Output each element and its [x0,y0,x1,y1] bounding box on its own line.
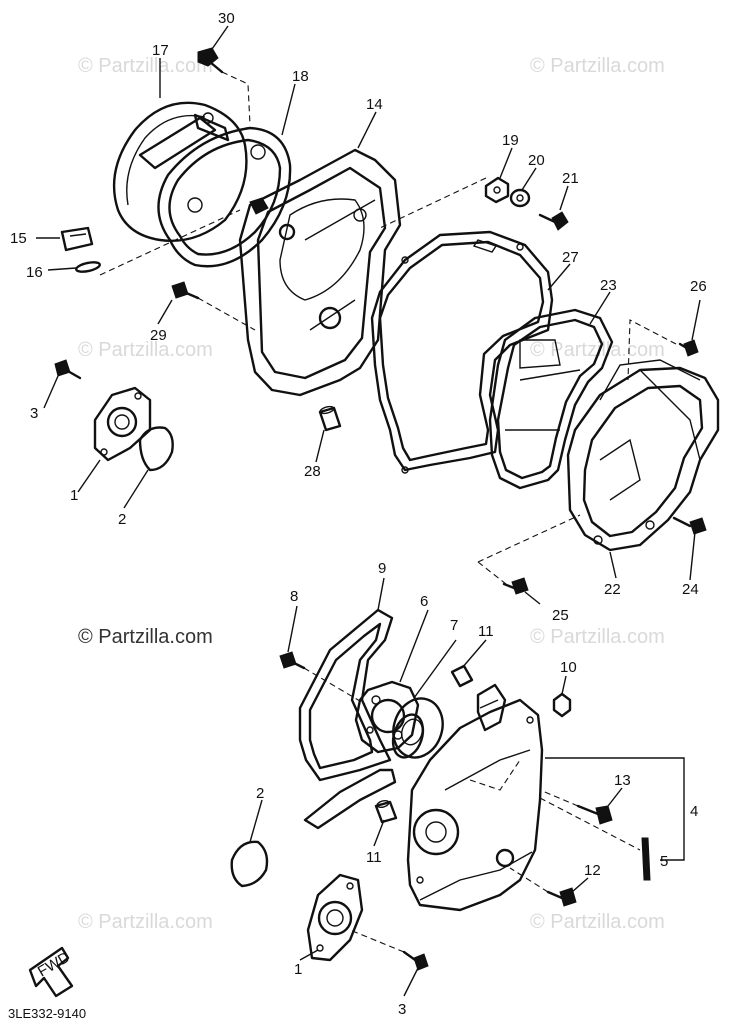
watermark: © Partzilla.com [530,626,665,648]
label-5: 5 [660,853,668,870]
part-13-bolt[interactable] [576,804,613,825]
label-25: 25 [552,607,569,624]
label-9: 9 [378,560,386,577]
label-15: 15 [10,230,27,247]
part-11a-dowel[interactable] [450,664,474,688]
label-1-lower: 1 [294,961,302,978]
part-8-bolt[interactable] [279,651,306,670]
part-12-bolt[interactable] [546,887,577,907]
part-30-bolt[interactable] [197,47,224,74]
part-7-impeller[interactable] [386,692,450,764]
part-29-bolt[interactable] [171,281,200,300]
leader-26 [627,319,677,381]
part-27-gasket[interactable] [370,230,554,474]
label-21: 21 [562,170,579,187]
part-4-clutch-cover[interactable] [406,683,544,912]
part-14-crankcase-cover[interactable] [238,148,402,397]
part-3-lower-bolt[interactable] [402,950,429,971]
callout-labels: 30 17 18 14 19 20 21 15 16 27 23 26 29 3… [10,10,707,1018]
label-19: 19 [502,132,519,149]
part-2-lower-gasket[interactable] [230,840,269,888]
fwd-arrow-icon: FWD [28,946,74,998]
label-3-upper: 3 [30,405,38,422]
part-24-bolt[interactable] [672,516,707,535]
bracket-4-5 [545,757,685,861]
leader-3-lower [349,929,405,953]
lower-assembly: FWD [28,608,685,998]
label-27: 27 [562,249,579,266]
part-16-o-ring[interactable] [75,261,101,274]
part-21-bolt[interactable] [538,211,569,231]
part-9-gasket[interactable] [298,608,397,830]
watermark: © Partzilla.com [530,339,665,361]
part-22-stator-cover[interactable] [566,359,720,552]
label-11-upper: 11 [478,623,494,640]
part-28-dowel[interactable] [318,405,342,432]
label-26: 26 [690,278,707,295]
label-1-upper: 1 [70,487,78,504]
watermark: © Partzilla.com [78,55,213,77]
leader-12 [509,867,549,893]
label-20: 20 [528,152,545,169]
part-25-bolt[interactable] [502,577,529,595]
label-29: 29 [150,327,167,344]
part-26-bolt[interactable] [678,339,699,357]
label-13: 13 [614,772,631,789]
label-30: 30 [218,10,235,27]
leader-29 [197,297,256,331]
label-28: 28 [304,463,321,480]
label-14: 14 [366,96,383,113]
watermark: © Partzilla.com [78,339,213,361]
label-3-lower: 3 [398,1001,406,1018]
leader-13 [539,789,579,807]
label-leaders [36,25,701,997]
watermark: © Partzilla.com [78,911,213,933]
part-15-plug[interactable] [60,226,94,252]
part-23-gasket[interactable] [488,308,614,490]
part-1-lower-cover[interactable] [306,873,364,962]
leader-25 [477,514,581,563]
watermark: © Partzilla.com [530,55,665,77]
part-5-strip[interactable] [641,837,651,881]
label-16: 16 [26,264,43,281]
diagram-code: 3LE332-9140 [8,1006,86,1021]
label-23: 23 [600,277,617,294]
part-2-upper-gasket[interactable] [138,426,174,472]
part-10-nut[interactable] [552,692,572,718]
part-17-cover-plate[interactable] [112,101,248,242]
leader-5 [539,797,641,851]
label-6: 6 [420,593,428,610]
label-8: 8 [290,588,298,605]
part-18-gasket[interactable] [157,126,292,268]
label-12: 12 [584,862,601,879]
leader-8 [303,667,366,705]
label-11-lower: 11 [366,849,382,866]
label-17: 17 [152,42,169,59]
label-4: 4 [690,803,698,820]
label-2-upper: 2 [118,511,126,528]
part-3-upper-bolt[interactable] [54,359,82,380]
label-24: 24 [682,581,699,598]
label-7: 7 [450,617,458,634]
label-22: 22 [604,581,621,598]
label-18: 18 [292,68,309,85]
upper-assembly [54,47,720,595]
label-2-lower: 2 [256,785,264,802]
leader-15-16 [99,209,241,276]
part-11b-dowel[interactable] [374,800,398,824]
watermarks: © Partzilla.com © Partzilla.com © Partzi… [78,55,665,933]
leader-25b [477,561,507,585]
part-20-washer[interactable] [509,188,531,208]
watermark: © Partzilla.com [78,626,213,648]
part-19-nut[interactable] [484,176,510,204]
watermark: © Partzilla.com [530,911,665,933]
part-6-pump-housing[interactable] [354,680,420,754]
label-10: 10 [560,659,577,676]
